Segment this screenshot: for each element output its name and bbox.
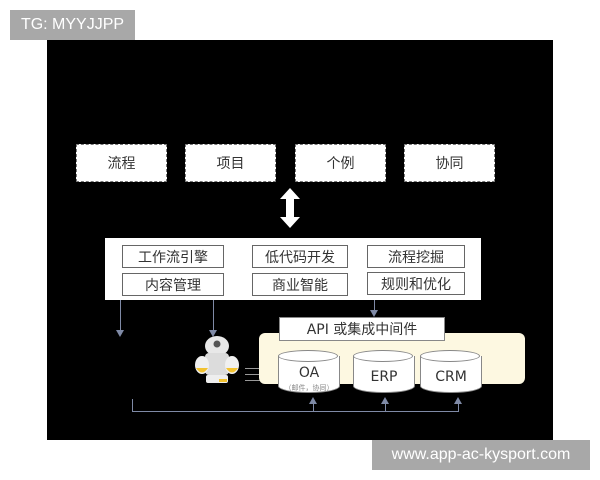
top-box-process: 流程 — [76, 144, 167, 182]
capability-low-code: 低代码开发 — [252, 245, 348, 268]
top-box-project: 项目 — [185, 144, 276, 182]
system-db-erp: ERP — [353, 350, 415, 396]
system-name: OA — [298, 365, 320, 381]
api-middleware-box: API 或集成中间件 — [279, 317, 445, 341]
connector-line — [374, 300, 375, 312]
connector-line — [120, 300, 121, 333]
system-db-crm: CRM — [420, 350, 482, 396]
system-name: ERP — [370, 369, 398, 385]
system-subtitle: （邮件，协同） — [284, 384, 334, 392]
watermark-top: TG: MYYJJPP — [10, 10, 135, 40]
top-box-collaboration: 协同 — [404, 144, 495, 182]
capabilities-panel: 工作流引擎 低代码开发 流程挖掘 内容管理 商业智能 规则和优化 — [105, 238, 481, 300]
arrow-up-icon — [309, 397, 317, 404]
arrow-down-icon — [370, 310, 378, 317]
arrow-up-icon — [381, 397, 389, 404]
connector-line — [313, 400, 314, 411]
connector-line — [458, 400, 459, 411]
connector-line — [385, 400, 386, 411]
connector-line — [132, 399, 133, 412]
system-db-oa: OA （邮件，协同） — [278, 350, 340, 396]
robot-icon — [195, 336, 239, 383]
capability-content-management: 内容管理 — [122, 273, 224, 296]
arrow-down-icon — [116, 330, 124, 337]
double-arrow-icon — [280, 188, 300, 228]
arrow-up-icon — [454, 397, 462, 404]
arrow-down-icon — [209, 330, 217, 337]
top-box-case: 个例 — [295, 144, 386, 182]
bottom-bus-line — [132, 411, 459, 412]
watermark-bottom: www.app-ac-kysport.com — [372, 440, 590, 470]
capability-rules-optimization: 规则和优化 — [367, 272, 465, 295]
capability-process-mining: 流程挖掘 — [367, 245, 465, 268]
system-name: CRM — [435, 369, 467, 385]
connector-line — [213, 300, 214, 333]
capability-workflow-engine: 工作流引擎 — [122, 245, 224, 268]
capability-business-intelligence: 商业智能 — [252, 273, 348, 296]
diagram-canvas: 流程 项目 个例 协同 工作流引擎 低代码开发 流程挖掘 内容管理 商业智能 规… — [47, 40, 553, 440]
